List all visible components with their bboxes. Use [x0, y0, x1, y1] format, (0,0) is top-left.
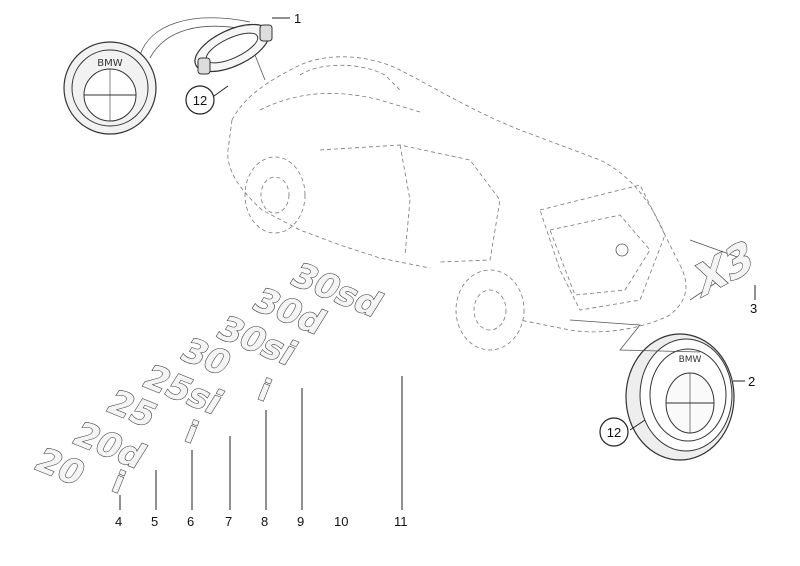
badge-25-suffix: i — [180, 415, 203, 451]
callout-6: 6 — [187, 514, 194, 529]
callout-12-bottom: 12 — [599, 417, 629, 447]
hood-emblem: BMW — [63, 17, 251, 135]
badge-30-suffix: i — [253, 373, 276, 409]
svg-text:12: 12 — [607, 425, 621, 440]
callout-7: 7 — [225, 514, 232, 529]
svg-text:12: 12 — [193, 93, 207, 108]
callout-5: 5 — [151, 514, 158, 529]
callout-12-top: 12 — [185, 85, 215, 115]
emblem-logo-text: BMW — [97, 58, 122, 69]
rear-emblem-logo-text: BMW — [679, 355, 702, 365]
rear-emblem: BMW — [625, 333, 735, 461]
badge-x3: X3 — [693, 230, 756, 309]
callout-4: 4 — [115, 514, 122, 529]
callout-10: 10 — [334, 514, 348, 529]
emblem-grommet — [194, 23, 273, 81]
callout-11: 11 — [394, 514, 408, 529]
callout-2: 2 — [748, 374, 755, 389]
callout-numbers: 1 2 3 4 5 6 7 8 9 10 11 — [115, 11, 757, 529]
leader-lines — [119, 17, 756, 510]
car-outline — [227, 56, 687, 351]
callout-9: 9 — [297, 514, 304, 529]
callout-8: 8 — [261, 514, 268, 529]
callout-1: 1 — [294, 11, 301, 26]
callout-3: 3 — [750, 301, 757, 316]
